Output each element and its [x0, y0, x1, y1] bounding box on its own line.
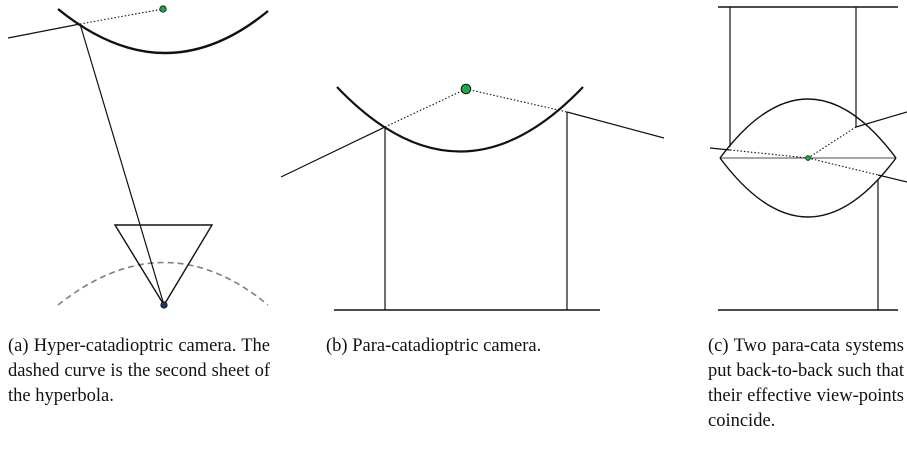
panel-a-diagram: [7, 5, 269, 309]
left-incoming-ray: [280, 126, 386, 178]
left-incoming-ray: [709, 147, 731, 151]
right-ray-to-viewpoint-dotted: [807, 126, 857, 159]
right-incoming-ray: [855, 111, 907, 128]
common-viewpoint-point: [805, 155, 811, 161]
lower-ray-from-viewpoint-dotted: [807, 157, 879, 176]
right-incoming-ray: [566, 111, 665, 139]
panel-b-diagram: [280, 83, 665, 311]
hyperbolic-mirror: [57, 8, 269, 55]
caption-b: (b) Para-catadioptric camera.: [326, 336, 542, 356]
ray-to-focus-dotted: [79, 8, 164, 25]
camera-center-point: [160, 301, 168, 309]
upper-parabolic-mirror: [719, 98, 897, 159]
panel-c-diagram: [709, 6, 907, 311]
caption-c: (c) Two para-cata systems put back-to-ba…: [708, 336, 904, 431]
caption-a: (a) Hyper-catadioptric camera. The dashe…: [8, 336, 270, 406]
parabolic-mirror: [336, 86, 584, 153]
parabola-focus-point: [460, 83, 472, 95]
incoming-ray: [7, 23, 81, 39]
mirror-focus-point: [159, 5, 167, 13]
left-ray-to-focus-dotted: [384, 88, 467, 128]
camera-frustum: [113, 224, 214, 307]
hyperbola-second-sheet-dashed: [57, 261, 269, 306]
lower-parabolic-mirror: [719, 157, 897, 218]
left-ray-to-viewpoint-dotted: [729, 149, 809, 159]
lower-outgoing-ray: [877, 174, 907, 183]
right-ray-to-focus-dotted: [465, 88, 568, 113]
reflected-ray: [79, 23, 165, 306]
